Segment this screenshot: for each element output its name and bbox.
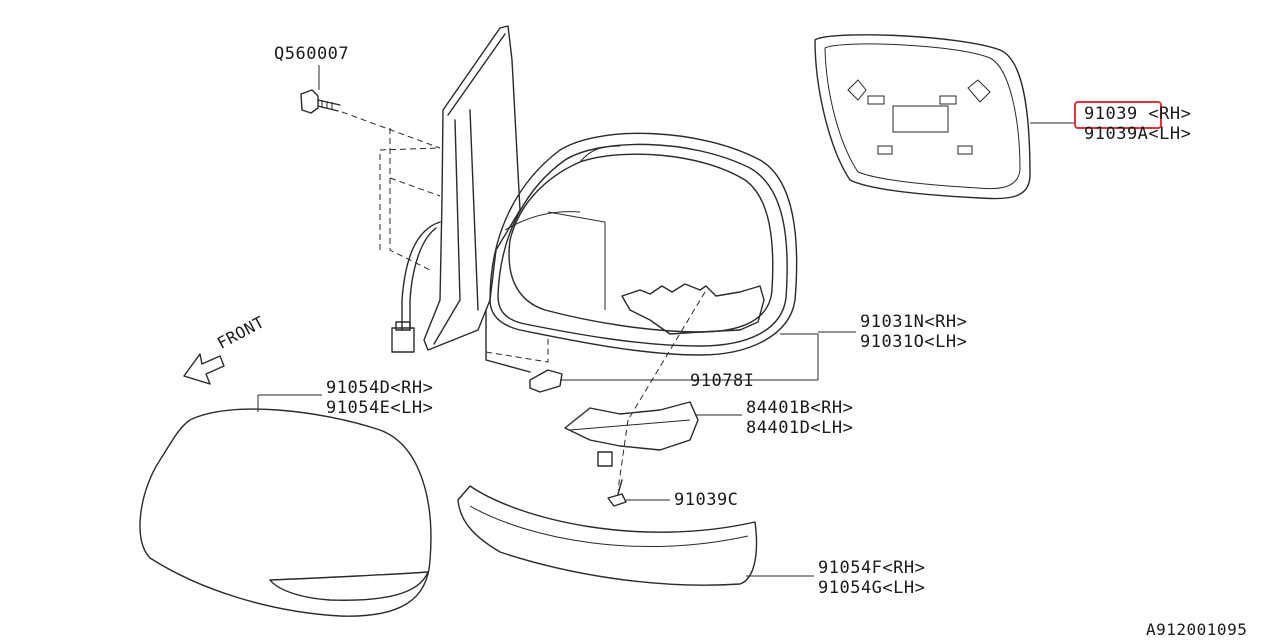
- label-cover-upper-rh: 91054D<RH>: [326, 378, 434, 398]
- base-dash-guide-1: [389, 128, 431, 271]
- pad-part: [529, 369, 563, 393]
- label-cover-lower-rh: 91054F<RH>: [818, 558, 926, 578]
- screw-part: [607, 479, 627, 507]
- label-screw: 91039C: [674, 490, 739, 510]
- mirror-base-part: [391, 25, 521, 353]
- label-cover-lower-lh: 91054G<LH>: [818, 578, 926, 598]
- housing-dash-guide: [485, 336, 549, 363]
- base-dash-guide-2: [389, 177, 441, 197]
- mirror-housing-part: [485, 132, 798, 373]
- label-assembly-rh: 91031N<RH>: [860, 312, 968, 332]
- cover-upper-part: [139, 408, 432, 617]
- label-bolt: Q560007: [274, 44, 350, 64]
- bolt-dash-line: [341, 111, 441, 149]
- lamp-dash-line: [617, 419, 629, 491]
- highlight-box: [1074, 101, 1162, 129]
- label-cover-upper-lh: 91054E<LH>: [326, 398, 434, 418]
- bolt-part: [300, 89, 341, 114]
- cover-lower-part: [457, 485, 758, 586]
- turn-lamp-part: [564, 401, 699, 467]
- mirror-glass-part: [814, 34, 1031, 200]
- label-mirror-glass-rh: 91039 <RH>: [1084, 104, 1192, 124]
- label-mirror-glass-lh: 91039A<LH>: [1084, 124, 1192, 144]
- label-pad: 91078I: [690, 371, 755, 391]
- label-turn-lamp-lh: 84401D<LH>: [746, 418, 854, 438]
- diagram-id: A912001095: [1146, 620, 1248, 639]
- pad-dash-line: [627, 291, 706, 421]
- front-arrow-icon: [183, 353, 225, 385]
- assembly-leader-1: [780, 333, 819, 380]
- label-assembly-lh: 91031O<LH>: [860, 332, 968, 352]
- label-turn-lamp-rh: 84401B<RH>: [746, 398, 854, 418]
- base-dash-guide-3: [379, 147, 441, 250]
